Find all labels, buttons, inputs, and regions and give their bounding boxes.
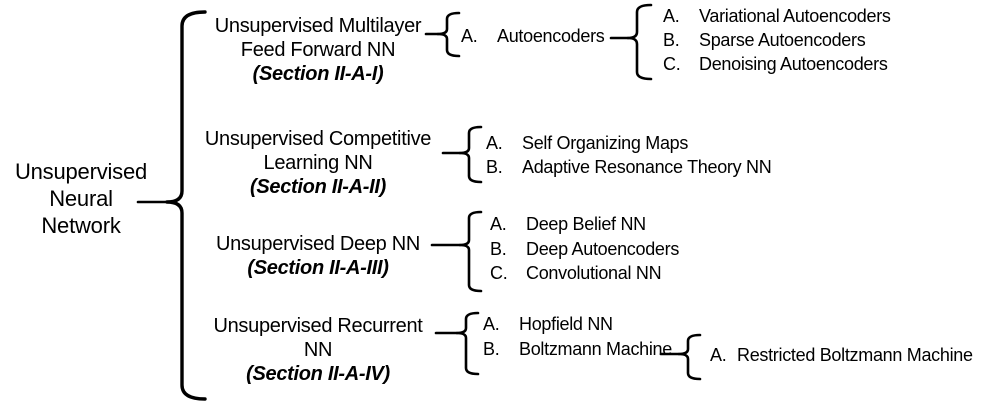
branch-title-multilayer-feed-forward: Unsupervised Multilayer Feed Forward NN … bbox=[193, 14, 443, 86]
item-label: Denoising Autoencoders bbox=[699, 54, 888, 74]
item-label: Restricted Boltzmann Machine bbox=[737, 345, 973, 365]
item-marker: B. bbox=[483, 339, 500, 359]
branch-title-competitive-learning: Unsupervised Competitive Learning NN (Se… bbox=[193, 127, 443, 199]
item-marker: A. bbox=[461, 26, 478, 46]
section-label: (Section II-A-IV) bbox=[246, 363, 390, 385]
section-label: (Section II-A-I) bbox=[252, 63, 384, 85]
branch-title-line: NN bbox=[303, 339, 333, 361]
root-node-line: Neural bbox=[49, 186, 113, 211]
item-label: Hopfield NN bbox=[519, 314, 613, 334]
item-marker: B. bbox=[490, 239, 507, 259]
root-node-line: Unsupervised bbox=[14, 159, 148, 184]
item-marker: A. bbox=[663, 6, 680, 26]
item-marker: B. bbox=[486, 157, 503, 177]
item-label: Convolutional NN bbox=[526, 263, 662, 283]
item-marker: B. bbox=[663, 30, 680, 50]
autoencoders-brace bbox=[626, 3, 653, 81]
item-label: Boltzmann Machine bbox=[519, 339, 672, 359]
list-item-deep-autoencoders: B. Deep Autoencoders bbox=[490, 239, 679, 259]
branch-title-line: Unsupervised Deep NN bbox=[215, 233, 421, 255]
item-marker: C. bbox=[663, 54, 681, 74]
branch4-brace bbox=[455, 311, 480, 376]
item-label: Autoencoders bbox=[497, 26, 605, 46]
item-label: Sparse Autoencoders bbox=[699, 30, 866, 50]
list-item-self-organizing-maps: A. Self Organizing Maps bbox=[486, 133, 688, 153]
list-item-denoising-autoencoders: C. Denoising Autoencoders bbox=[663, 54, 888, 74]
root-node: Unsupervised Neural Network bbox=[2, 158, 160, 239]
branch-title-line: Learning NN bbox=[263, 152, 373, 174]
item-marker: A. bbox=[490, 214, 507, 234]
branch-title-line: Unsupervised Recurrent bbox=[213, 315, 423, 337]
branch1-brace bbox=[436, 11, 461, 58]
list-item-autoencoders: A. Autoencoders bbox=[461, 26, 605, 46]
item-label: Self Organizing Maps bbox=[522, 133, 689, 153]
item-marker: A. bbox=[710, 345, 727, 365]
branch-title-line: Unsupervised Multilayer bbox=[214, 15, 422, 37]
item-label: Deep Autoencoders bbox=[526, 239, 680, 259]
branch-title-line: Feed Forward NN bbox=[240, 39, 396, 61]
item-marker: A. bbox=[486, 133, 503, 153]
root-node-line: Network bbox=[41, 213, 121, 238]
branch-title-deep-nn: Unsupervised Deep NN (Section II-A-III) bbox=[193, 232, 443, 280]
item-label: Variational Autoencoders bbox=[699, 6, 891, 26]
item-marker: A. bbox=[483, 314, 500, 334]
list-item-variational-autoencoders: A. Variational Autoencoders bbox=[663, 6, 891, 26]
list-item-sparse-autoencoders: B. Sparse Autoencoders bbox=[663, 30, 866, 50]
section-label: (Section II-A-II) bbox=[249, 176, 386, 198]
list-item-hopfield-nn: A. Hopfield NN bbox=[483, 314, 613, 334]
boltzmann-brace bbox=[677, 333, 702, 381]
branch-title-recurrent-nn: Unsupervised Recurrent NN (Section II-A-… bbox=[193, 314, 443, 386]
root-brace bbox=[165, 10, 207, 401]
list-item-convolutional-nn: C. Convolutional NN bbox=[490, 263, 662, 283]
list-item-boltzmann-machine: B. Boltzmann Machine bbox=[483, 339, 672, 359]
item-label: Deep Belief NN bbox=[526, 214, 646, 234]
list-item-restricted-boltzmann-machine: A. Restricted Boltzmann Machine bbox=[710, 345, 973, 365]
branch3-brace bbox=[458, 210, 483, 293]
branch2-brace bbox=[458, 125, 483, 184]
branch-title-line: Unsupervised Competitive bbox=[204, 128, 432, 150]
item-marker: C. bbox=[490, 263, 508, 283]
item-label: Adaptive Resonance Theory NN bbox=[522, 157, 772, 177]
list-item-adaptive-resonance-theory: B. Adaptive Resonance Theory NN bbox=[486, 157, 772, 177]
section-label: (Section II-A-III) bbox=[247, 257, 389, 279]
list-item-deep-belief-nn: A. Deep Belief NN bbox=[490, 214, 646, 234]
